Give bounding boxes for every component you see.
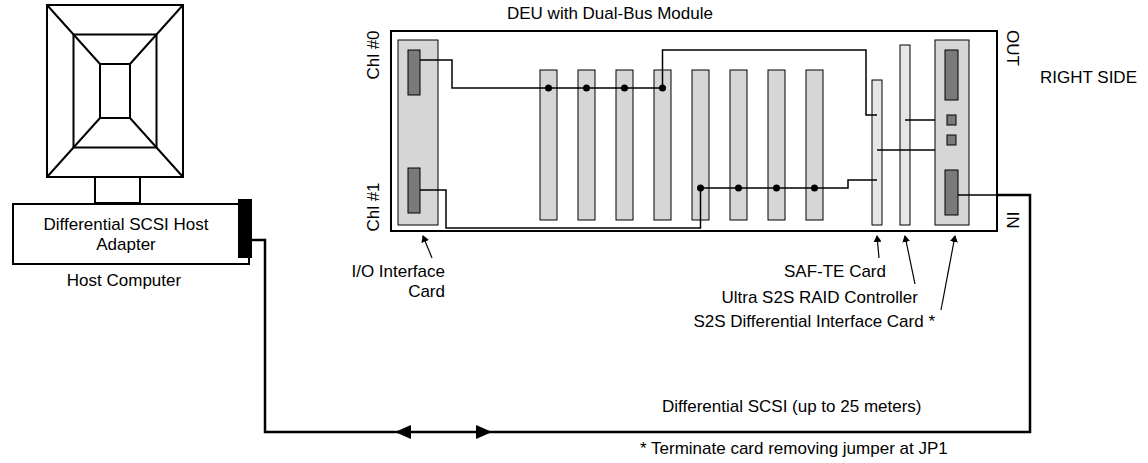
part-label: Ultra S2S RAID Controller	[668, 288, 918, 308]
side-label-anchor: RIGHT SIDE	[1040, 68, 1137, 88]
part-label-anchor: SAF-TE Card	[736, 262, 886, 282]
monitor-edge	[74, 118, 101, 148]
enclosure-heading: DEU with Dual-Bus Module	[507, 4, 713, 24]
cable-label-anchor: Differential SCSI (up to 25 meters)	[660, 397, 924, 417]
part-label-anchor: S2S Differential Interface Card *	[600, 312, 935, 332]
jumper-block	[947, 135, 956, 145]
side-label: RIGHT SIDE	[1040, 68, 1137, 88]
monitor-edge	[130, 35, 157, 65]
monitor-edge	[74, 35, 101, 65]
bus-tap	[583, 85, 590, 92]
part-label-anchor: I/O Interface Card	[330, 262, 445, 302]
bus-tap	[545, 85, 552, 92]
enclosure-heading-anchor: DEU with Dual-Bus Module	[507, 4, 713, 24]
bus-tap	[773, 185, 780, 192]
port-label: OUT	[1002, 30, 1022, 66]
monitor-case	[47, 5, 183, 177]
io-interface-card	[398, 40, 438, 225]
footnote-anchor: * Terminate card removing jumper at JP1	[640, 439, 948, 459]
leader-line	[905, 236, 915, 284]
cable-label: Differential SCSI (up to 25 meters)	[660, 397, 924, 417]
drive-slot	[768, 70, 785, 220]
differential-interface-card	[935, 40, 969, 225]
bus-tap	[621, 85, 628, 92]
host-heading: Host Computer	[24, 271, 224, 291]
monitor-edge	[157, 148, 184, 178]
monitor-edge	[47, 5, 74, 35]
part-label-anchor: Ultra S2S RAID Controller	[668, 288, 918, 308]
jumper-block	[947, 115, 956, 125]
port-label-anchor: OUT	[1012, 48, 1048, 68]
bus-tap	[735, 185, 742, 192]
part-label: SAF-TE Card	[736, 262, 886, 282]
drive-slot	[578, 70, 595, 220]
monitor-screen	[100, 64, 130, 118]
leader-line	[423, 236, 432, 258]
drive-slot	[616, 70, 633, 220]
monitor-edge	[157, 5, 184, 35]
host-computer-box: Differential SCSI Host AdapterHost Compu…	[12, 203, 250, 265]
channel-label: Chl #0	[364, 30, 384, 79]
channel-label-anchor: Chl #1	[374, 207, 423, 227]
bus-tap	[659, 85, 666, 92]
channel-connector	[408, 50, 420, 95]
channel-label: Chl #1	[364, 182, 384, 231]
saf-te-card	[872, 80, 882, 225]
bus-tap	[697, 185, 704, 192]
monitor-stand	[95, 177, 140, 203]
monitor-edge	[47, 148, 74, 178]
host-heading-anchor: Host Computer	[24, 271, 224, 291]
drive-slot	[654, 70, 671, 220]
backplane-bus	[905, 119, 935, 121]
channel-label-anchor: Chl #0	[374, 55, 423, 75]
cable-stub	[958, 194, 998, 196]
part-label: I/O Interface Card	[330, 262, 445, 302]
adapter-label: Differential SCSI Host Adapter	[26, 215, 226, 255]
drive-slot	[806, 70, 823, 220]
channel-0-bus	[420, 50, 877, 115]
raid-controller-card	[900, 45, 910, 225]
monitor-bezel	[74, 35, 157, 148]
in-connector	[945, 170, 958, 215]
channel-connector	[408, 168, 420, 213]
deu-enclosure: DEU with Dual-Bus Module	[390, 30, 998, 232]
arrowhead	[476, 425, 492, 439]
leader-line	[877, 236, 879, 258]
port-label: IN	[1002, 212, 1022, 229]
port-label-anchor: IN	[1012, 220, 1029, 240]
drive-slot	[730, 70, 747, 220]
part-label: S2S Differential Interface Card *	[600, 312, 935, 332]
footnote: * Terminate card removing jumper at JP1	[640, 439, 948, 459]
adapter-label-anchor: Differential SCSI Host Adapter	[26, 215, 226, 255]
backplane-bus	[877, 149, 935, 151]
monitor-edge	[130, 118, 157, 148]
arrowhead	[395, 425, 411, 439]
out-connector	[945, 50, 958, 100]
bus-tap	[811, 185, 818, 192]
drive-slot	[540, 70, 557, 220]
channel-1-bus	[420, 180, 877, 228]
leader-line	[941, 236, 955, 310]
